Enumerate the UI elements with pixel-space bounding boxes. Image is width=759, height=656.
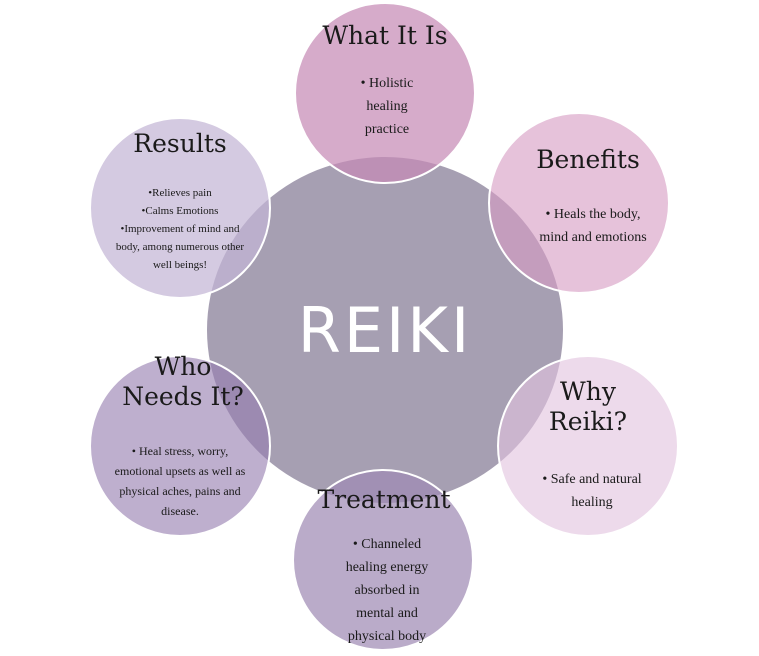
results-circle xyxy=(89,117,271,299)
what-it-is-circle xyxy=(294,2,476,184)
treatment-title: Treatment xyxy=(317,485,451,514)
results-bullet-list: •Relieves pain •Calms Emotions •Improvem… xyxy=(114,184,246,274)
center-title: REIKI xyxy=(297,293,473,367)
results-title: Results xyxy=(133,129,227,158)
who-needs-it-circle xyxy=(89,355,271,537)
treatment-circle xyxy=(292,469,474,651)
who-needs-it-title: Who Needs It? xyxy=(122,352,244,411)
results-bullet-item: •Improvement of mind and body, among num… xyxy=(115,223,245,271)
benefits-title: Benefits xyxy=(536,145,640,174)
benefits-bullet: • Heals the body, mind and emotions xyxy=(539,207,647,245)
benefits-circle xyxy=(488,112,670,294)
results-bullet-item: •Calms Emotions xyxy=(141,205,219,217)
results-bullet-item: •Relieves pain xyxy=(148,187,212,199)
why-reiki-title: Why Reiki? xyxy=(548,377,628,436)
what-it-is-bullet: • Holistic healing practice xyxy=(360,76,414,137)
why-reiki-circle xyxy=(497,355,679,537)
who-needs-it-bullet: • Heal stress, worry, emotional upsets a… xyxy=(114,444,246,518)
treatment-bullet: • Channeled healing energy absorbed in m… xyxy=(345,537,429,644)
why-reiki-bullet: • Safe and natural healing xyxy=(542,472,642,510)
what-it-is-title: What It Is xyxy=(322,21,448,50)
